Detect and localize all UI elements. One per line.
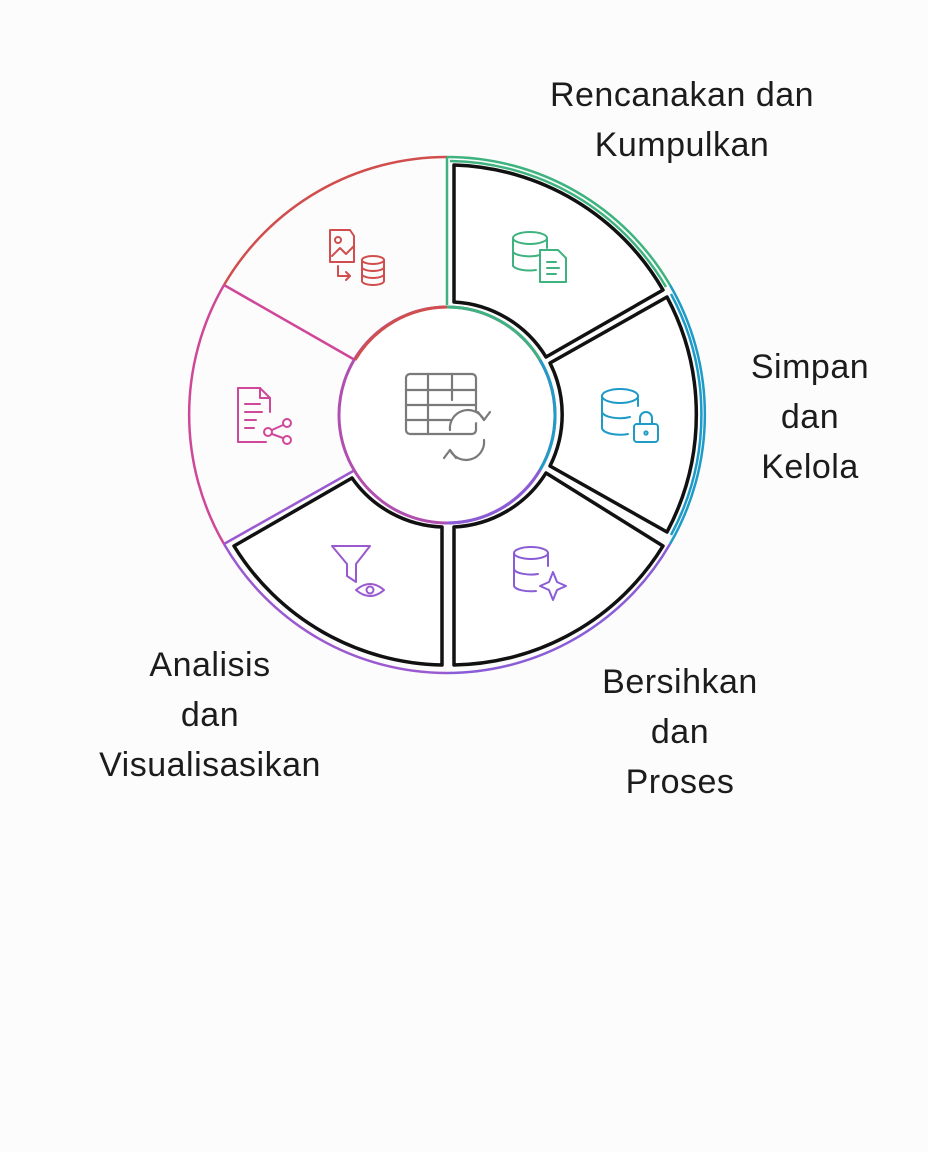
segment-analyze[interactable] <box>232 476 444 667</box>
divider-analyze-report <box>223 468 356 546</box>
stage-label-clean: Bersihkan dan Proses <box>560 657 800 807</box>
database-document-icon <box>512 231 567 283</box>
stage-label-store-line-1: Simpan <box>750 348 870 386</box>
stage-label-plan-line-1: Rencanakan dan <box>549 76 815 114</box>
stage-label-analyze-line-2: dan <box>180 696 240 734</box>
outer-ring-arc-report <box>187 284 226 545</box>
segment-clean[interactable] <box>452 471 665 667</box>
inner-rim-plan <box>449 159 668 288</box>
segment-store[interactable] <box>548 295 699 534</box>
stage-label-store: Simpan dan Kelola <box>720 342 900 492</box>
stage-label-clean-line-1: Bersihkan <box>602 663 758 701</box>
outer-ring-arc-clean <box>446 543 672 675</box>
center-ring-top-right <box>446 305 542 361</box>
center-ring-bottom <box>446 469 542 525</box>
stage-label-analyze: Analisis dan Visualisasikan <box>60 640 360 790</box>
table-refresh-icon <box>404 372 492 462</box>
document-share-icon <box>237 387 292 445</box>
stage-label-clean-line-2: dan <box>650 713 710 751</box>
segment-plan[interactable] <box>452 163 665 359</box>
center-ring-top <box>353 305 448 361</box>
database-lock-icon <box>601 388 659 443</box>
filter-eye-icon <box>331 545 385 597</box>
inner-rim-store <box>669 293 703 536</box>
outer-ring-arc-analyze <box>222 543 448 675</box>
stage-label-plan-line-2: Kumpulkan <box>594 126 770 164</box>
center-ring-right <box>538 359 557 471</box>
stage-label-store-line-2: dan <box>780 398 840 436</box>
outer-ring-arc-store <box>668 284 707 545</box>
stage-label-store-line-3: Kelola <box>761 448 859 486</box>
database-sparkle-icon <box>513 546 567 601</box>
outer-ring-arc-migrate <box>222 155 448 286</box>
stage-label-plan: Rencanakan dan Kumpulkan <box>500 70 864 170</box>
stage-label-clean-line-3: Proses <box>625 763 735 801</box>
image-to-database-icon <box>329 229 385 286</box>
stage-label-analyze-line-3: Visualisasikan <box>99 746 321 784</box>
stage-label-analyze-line-1: Analisis <box>149 646 271 684</box>
outer-ring-arc-plan <box>446 155 672 286</box>
divider-report-migrate <box>223 283 356 362</box>
